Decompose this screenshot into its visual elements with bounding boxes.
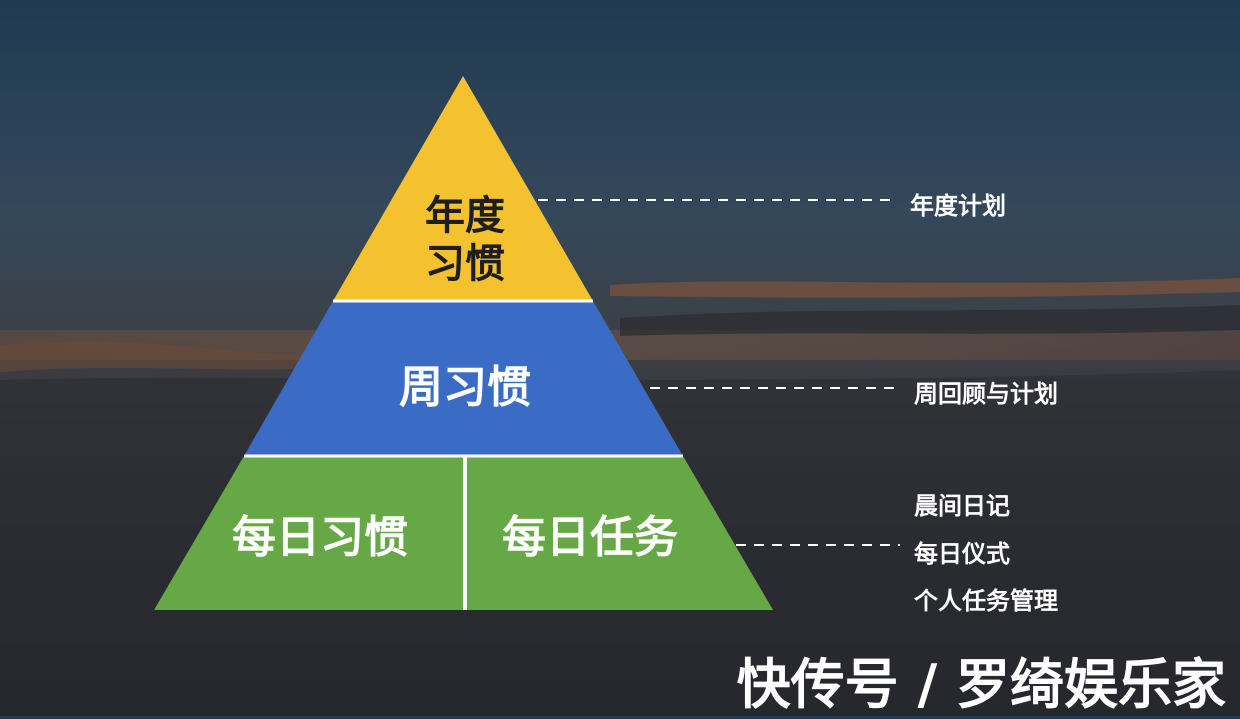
annotation-annual-plan: 年度计划 bbox=[910, 192, 1006, 220]
tier-annual-line2: 习惯 bbox=[425, 241, 505, 287]
pyramid-tier-annual bbox=[333, 76, 593, 301]
annotation-daily-ritual: 每日仪式 bbox=[914, 540, 1010, 568]
tier-weekly-label: 周习惯 bbox=[399, 362, 531, 413]
watermark: 快传号 / 罗绮娱乐家 bbox=[736, 653, 1226, 716]
tier-annual-label: 年度 习惯 bbox=[390, 192, 540, 288]
tier-daily-tasks-label: 每日任务 bbox=[502, 512, 678, 563]
annotation-task-management: 个人任务管理 bbox=[914, 587, 1058, 615]
tier-annual-line1: 年度 bbox=[425, 193, 505, 239]
pyramid-tier-daily-habits bbox=[154, 456, 465, 610]
tier-daily-habits-label: 每日习惯 bbox=[232, 512, 408, 563]
pyramid-tier-weekly bbox=[244, 301, 683, 456]
annotation-morning-journal: 晨间日记 bbox=[914, 492, 1010, 520]
pyramid-tier-daily-tasks bbox=[465, 456, 773, 610]
annotation-weekly-review: 周回顾与计划 bbox=[914, 380, 1058, 408]
